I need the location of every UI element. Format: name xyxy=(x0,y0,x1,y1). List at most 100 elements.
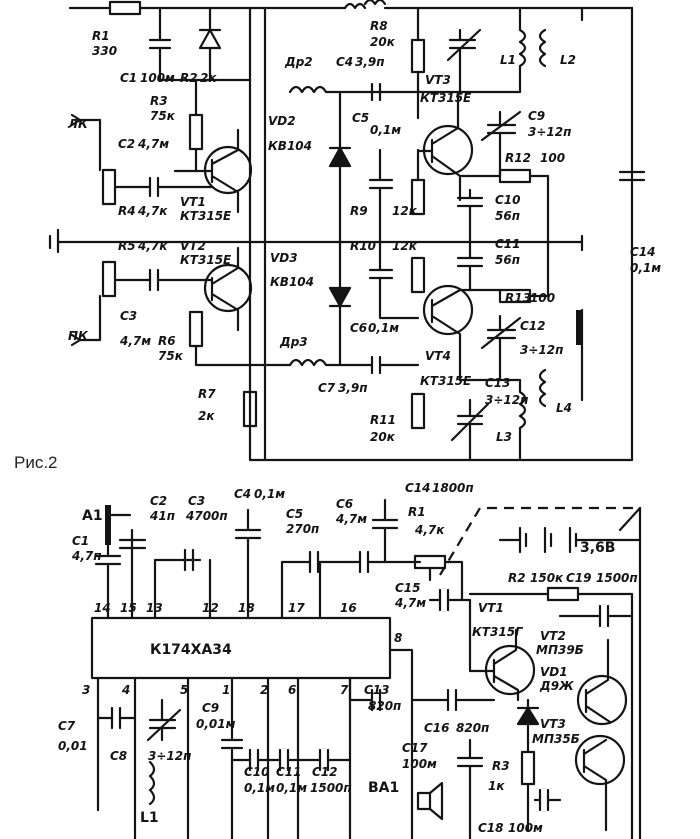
wire xyxy=(194,344,292,367)
label: 4700п xyxy=(185,509,228,523)
label: C14 xyxy=(630,245,656,259)
label: R8 xyxy=(370,19,388,33)
ic-pin: 14 xyxy=(94,601,111,615)
label: R3 xyxy=(150,94,168,108)
label: VD1 xyxy=(540,665,568,679)
bottom-rails xyxy=(410,506,642,839)
label: C11 xyxy=(276,765,302,779)
label: L1 xyxy=(500,53,516,67)
ic-pin: 4 xyxy=(121,683,130,697)
label: 270п xyxy=(286,522,319,536)
label: VT4 xyxy=(425,349,451,363)
label: КВ104 xyxy=(268,139,312,153)
label: 1500п xyxy=(310,781,352,795)
label: C4 xyxy=(234,487,251,501)
label: 4,7п xyxy=(71,549,102,563)
label: 20к xyxy=(370,35,396,49)
ic-pin: 6 xyxy=(288,683,296,697)
label: C6 xyxy=(350,321,367,335)
capacitor-c16 xyxy=(410,688,496,712)
resistor-r2 xyxy=(546,586,580,602)
label: 20к xyxy=(370,430,396,444)
capacitor-c17 xyxy=(456,738,484,802)
resistor-r10 xyxy=(410,256,426,294)
top-labels: R1 330 C1 100м R2 2к R3 75к Др2 C4 3,9п … xyxy=(67,19,661,444)
label: 4,7к xyxy=(137,239,168,253)
label: 330 xyxy=(92,44,117,58)
label: C9 xyxy=(202,701,219,715)
wire xyxy=(458,174,550,244)
label: 12к xyxy=(392,239,418,253)
ic-k174xa34 xyxy=(90,616,392,680)
capacitor-c7 xyxy=(96,706,137,730)
zener-r2 xyxy=(198,6,222,82)
label: КТ315Е xyxy=(420,91,472,105)
ic-pin: 16 xyxy=(340,601,357,615)
label: C11 xyxy=(495,237,521,251)
switch-sa xyxy=(618,506,642,532)
ic-pin: 5 xyxy=(180,683,188,697)
label: L1 xyxy=(140,810,159,826)
vd2-fill xyxy=(330,148,350,166)
label: 3÷12п xyxy=(148,749,191,763)
capacitor-c11 xyxy=(456,240,484,292)
trimmer-c9-arrow xyxy=(480,110,522,142)
battery-label: 3,6В xyxy=(580,540,615,556)
label: C19 xyxy=(566,571,592,585)
label: Др3 xyxy=(279,335,308,349)
capacitor-c1 xyxy=(148,6,172,82)
label: R12 xyxy=(505,151,531,165)
label: C8 xyxy=(110,749,127,763)
resistor-r6 xyxy=(188,310,204,348)
label: C12 xyxy=(312,765,338,779)
resistor-r1 xyxy=(108,0,142,16)
label: C9 xyxy=(528,109,545,123)
label: 1800п xyxy=(432,481,474,495)
label: 1500п xyxy=(596,571,638,585)
label: 4,7м xyxy=(137,137,169,151)
capacitor-c4 xyxy=(370,82,420,102)
trimmer-c12-arrow xyxy=(480,316,522,350)
label: C7 xyxy=(58,719,76,733)
label: 0,1м xyxy=(276,781,307,795)
label: 100 xyxy=(540,151,565,165)
resistor-r11 xyxy=(410,392,426,430)
resistor-r8 xyxy=(410,38,426,74)
label: R13 xyxy=(505,291,531,305)
label: 100 xyxy=(530,291,555,305)
resistor-r3 xyxy=(188,113,204,151)
label: C3 xyxy=(120,309,137,323)
label: 4,7м xyxy=(394,596,426,610)
ic-pin: 2 xyxy=(260,683,268,697)
label: R11 xyxy=(370,413,396,427)
label: КТ315Г xyxy=(472,625,524,639)
label: VT1 xyxy=(478,601,504,615)
label: 3÷12п xyxy=(528,125,571,139)
label: L2 xyxy=(560,53,576,67)
label: 3,9п xyxy=(338,381,368,395)
speaker-cone xyxy=(428,781,444,821)
input-arrows xyxy=(70,113,82,347)
label: 56п xyxy=(495,209,520,223)
label: 0,1м xyxy=(630,261,661,275)
ic-pin: 1 xyxy=(222,683,230,697)
vt2-leads xyxy=(210,246,240,332)
ic-pin: 7 xyxy=(340,683,349,697)
trimmer-c13 xyxy=(456,398,484,462)
capacitor-c6 xyxy=(343,550,422,574)
label: 1к xyxy=(488,779,505,793)
speaker-ba1 xyxy=(416,791,432,811)
label: 56п xyxy=(495,253,520,267)
label: МП39Б xyxy=(536,643,584,657)
trimmer-c8 xyxy=(148,698,177,742)
capacitor-c14 xyxy=(618,170,646,182)
label: C3 xyxy=(188,494,205,508)
label: 0,01 xyxy=(58,739,88,753)
label: C1 xyxy=(120,71,137,85)
label: C5 xyxy=(286,507,303,521)
inductor-l1 xyxy=(148,760,156,806)
vd3-fill xyxy=(330,288,350,306)
label: МП35Б xyxy=(532,732,580,746)
ic-pin: 17 xyxy=(288,601,305,615)
label: ЛК xyxy=(67,117,89,131)
